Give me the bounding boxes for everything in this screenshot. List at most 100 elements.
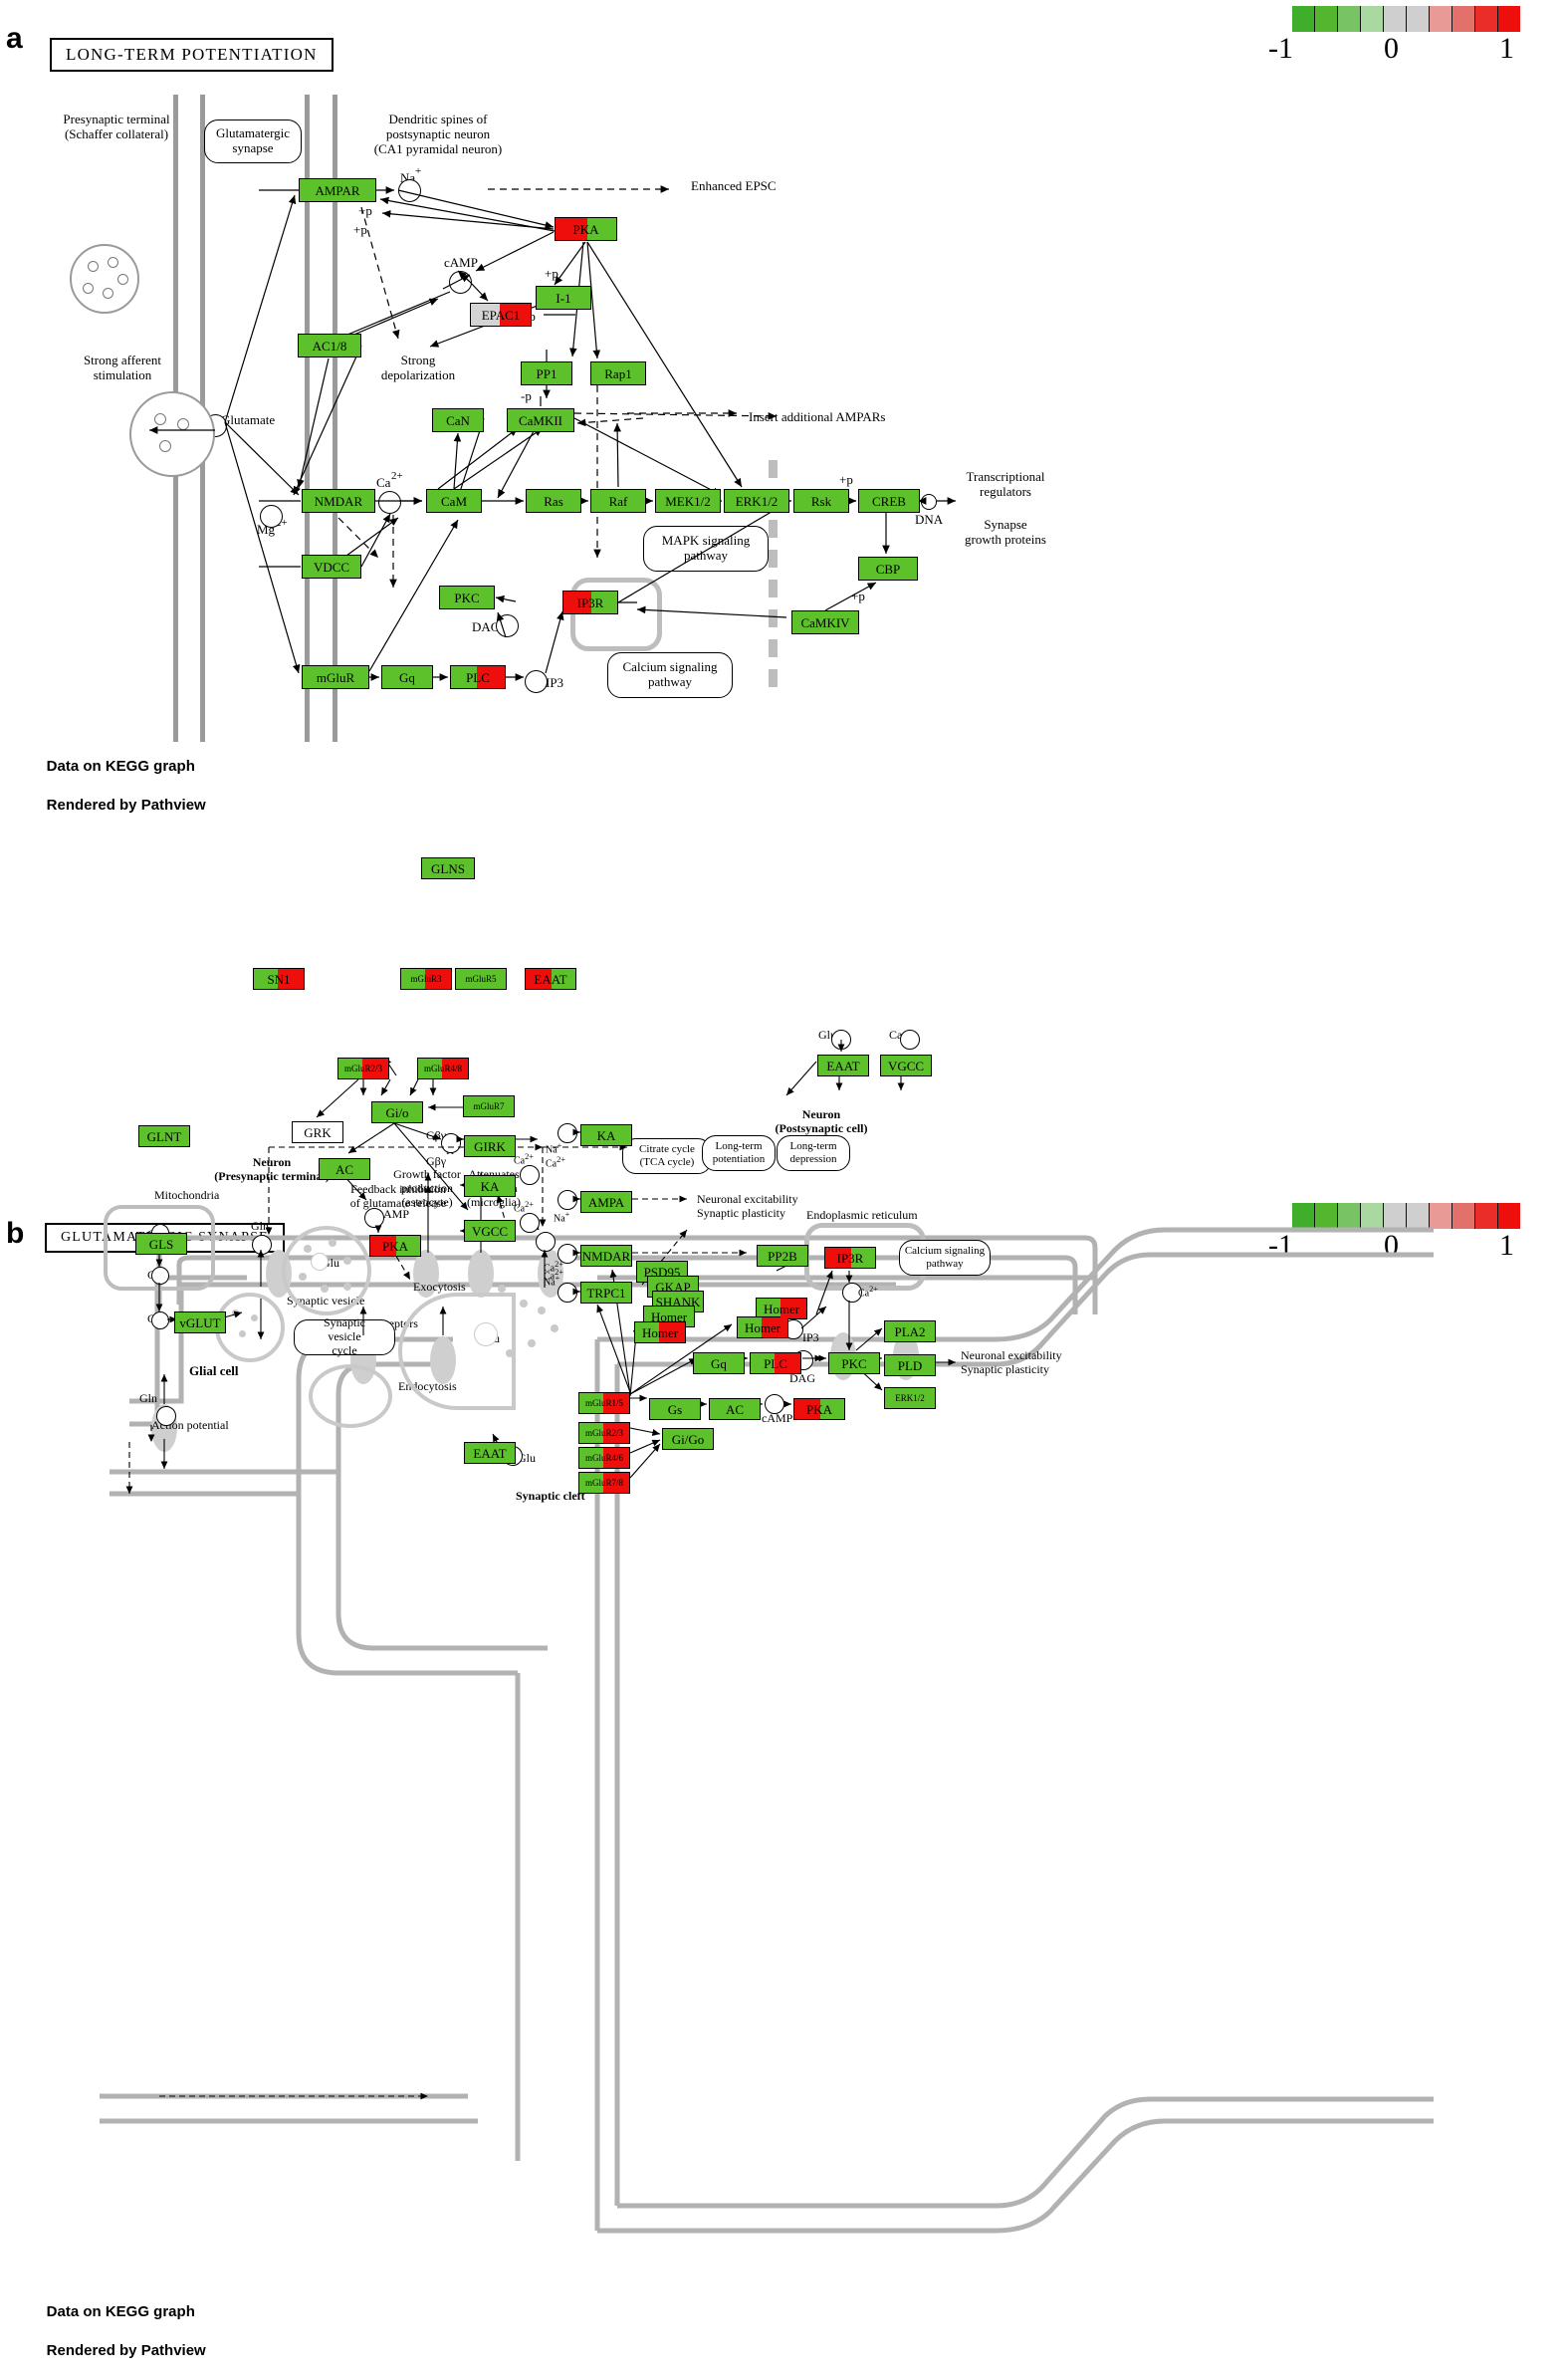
label-ca-sup: 2+ [391,470,403,482]
node-label: mGluR [316,669,355,685]
node-camkii[interactable]: CaMKII [507,408,574,432]
node-camkiv[interactable]: CaMKIV [791,610,859,634]
node-plc_b[interactable]: PLC [750,1352,801,1374]
node-vdcc[interactable]: VDCC [302,555,361,579]
node-ac_b[interactable]: AC [709,1398,761,1420]
label-endoplasmic: Endoplasmic reticulum [806,1208,918,1222]
legend-min: -1 [1268,32,1293,65]
node-grk[interactable]: GRK [292,1121,343,1143]
node-label: VGCC [471,1223,509,1239]
node-label: PKA [805,1401,832,1417]
node-rsk[interactable]: Rsk [793,489,849,513]
node-gls[interactable]: GLS [135,1233,187,1255]
node-mglur15[interactable]: mGluR1/5 [578,1392,630,1414]
node-mglur7[interactable]: mGluR7 [463,1095,515,1117]
node-gs[interactable]: Gs [649,1398,701,1420]
node-label: PLC [466,669,490,685]
node-epac1[interactable]: EPAC1 [470,303,532,327]
node-mglur5[interactable]: mGluR5 [455,968,507,990]
node-mek12[interactable]: MEK1/2 [655,489,721,513]
node-mglur23[interactable]: mGluR2/3 [337,1058,389,1079]
node-eaat[interactable]: EAAT [525,968,576,990]
node-mglur46[interactable]: mGluR4/6 [578,1447,630,1469]
node-label: Gq [711,1355,727,1371]
node-pp1[interactable]: PP1 [521,361,572,385]
node-ka_pre[interactable]: KA [464,1175,516,1197]
node-rap1[interactable]: Rap1 [590,361,646,385]
node-girk[interactable]: GIRK [464,1135,516,1157]
glu-release-circle [474,1322,498,1346]
node-mglur23b[interactable]: mGluR2/3 [578,1422,630,1444]
node-pkc_b[interactable]: PKC [828,1352,880,1374]
node-pka_pre[interactable]: PKA [369,1235,421,1257]
circle-camp [449,271,472,294]
label-plus-p-creb: +p [839,472,853,487]
node-label: Homer [744,1319,781,1335]
node-sn1[interactable]: SN1 [253,968,305,990]
node-glns[interactable]: GLNS [421,857,475,879]
node-label: KA [480,1178,500,1194]
node-vgcc[interactable]: VGCC [464,1220,516,1242]
node-shank[interactable]: SHANK [652,1291,704,1312]
node-cam[interactable]: CaM [426,489,482,513]
node-raf[interactable]: Raf [590,489,646,513]
node-ip3r[interactable]: IP3R [562,591,618,614]
node-ip3r_b[interactable]: IP3R [824,1247,876,1269]
node-label: mGluR3 [410,973,442,984]
node-gq_b[interactable]: Gq [693,1352,745,1374]
vesicle-b-dot-4 [299,1273,307,1281]
node-ac18[interactable]: AC1/8 [298,334,361,357]
node-ka_post[interactable]: KA [580,1124,632,1146]
node-mglur[interactable]: mGluR [302,665,369,689]
node-pla2[interactable]: PLA2 [884,1320,936,1342]
node-vglut[interactable]: vGLUT [174,1311,226,1333]
label-ca-trpc1: Ca2+ [544,1268,563,1283]
node-pkc[interactable]: PKC [439,586,495,609]
node-mglur48[interactable]: mGluR4/8 [417,1058,469,1079]
node-eaat_b[interactable]: EAAT [464,1442,516,1464]
node-ampa[interactable]: AMPA [580,1191,632,1213]
vesicle-b-dot-1 [304,1245,312,1253]
node-label: vGLUT [179,1314,221,1330]
circle-ca-er [842,1283,862,1303]
node-vgcc2[interactable]: VGCC [880,1055,932,1076]
node-homer_l2[interactable]: Homer [634,1321,686,1343]
node-mglur3[interactable]: mGluR3 [400,968,452,990]
node-erk12_b[interactable]: ERK1/2 [884,1387,936,1409]
node-eaat2[interactable]: EAAT [817,1055,869,1076]
node-ras[interactable]: Ras [526,489,581,513]
node-gio[interactable]: Gi/o [371,1101,423,1123]
node-pp2b[interactable]: PP2B [757,1245,808,1267]
node-pka_b[interactable]: PKA [793,1398,845,1420]
node-cbp[interactable]: CBP [858,557,918,581]
node-glnt[interactable]: GLNT [138,1125,190,1147]
node-label: CREB [872,493,906,509]
node-erk12[interactable]: ERK1/2 [724,489,789,513]
node-pld[interactable]: PLD [884,1354,936,1376]
node-label: mGluR7/8 [584,1477,623,1488]
legend-min-b: -1 [1268,1229,1293,1262]
node-label: Gi/Go [671,1431,705,1447]
node-gigo[interactable]: Gi/Go [662,1428,714,1450]
node-nmdar_b[interactable]: NMDAR [580,1245,632,1267]
label-presynaptic: Presynaptic terminal(Schaffer collateral… [63,112,170,141]
node-i1[interactable]: I-1 [536,286,591,310]
node-can[interactable]: CaN [432,408,484,432]
node-ampar[interactable]: AMPAR [299,178,376,202]
node-label: GLNT [146,1128,182,1144]
node-ac_pre[interactable]: AC [319,1158,370,1180]
node-nmdar[interactable]: NMDAR [302,489,375,513]
node-plc[interactable]: PLC [450,665,506,689]
node-gq[interactable]: Gq [381,665,433,689]
node-trpc1[interactable]: TRPC1 [580,1282,632,1304]
label-dag: DAG [472,619,501,634]
node-psd95[interactable]: PSD95 [636,1261,688,1283]
node-mglur78[interactable]: mGluR7/8 [578,1472,630,1494]
label-citrate-cycle: Citrate cycle(TCA cycle) [622,1138,712,1174]
node-pka[interactable]: PKA [555,217,617,241]
node-homer_r2[interactable]: Homer [737,1316,788,1338]
node-creb[interactable]: CREB [858,489,920,513]
